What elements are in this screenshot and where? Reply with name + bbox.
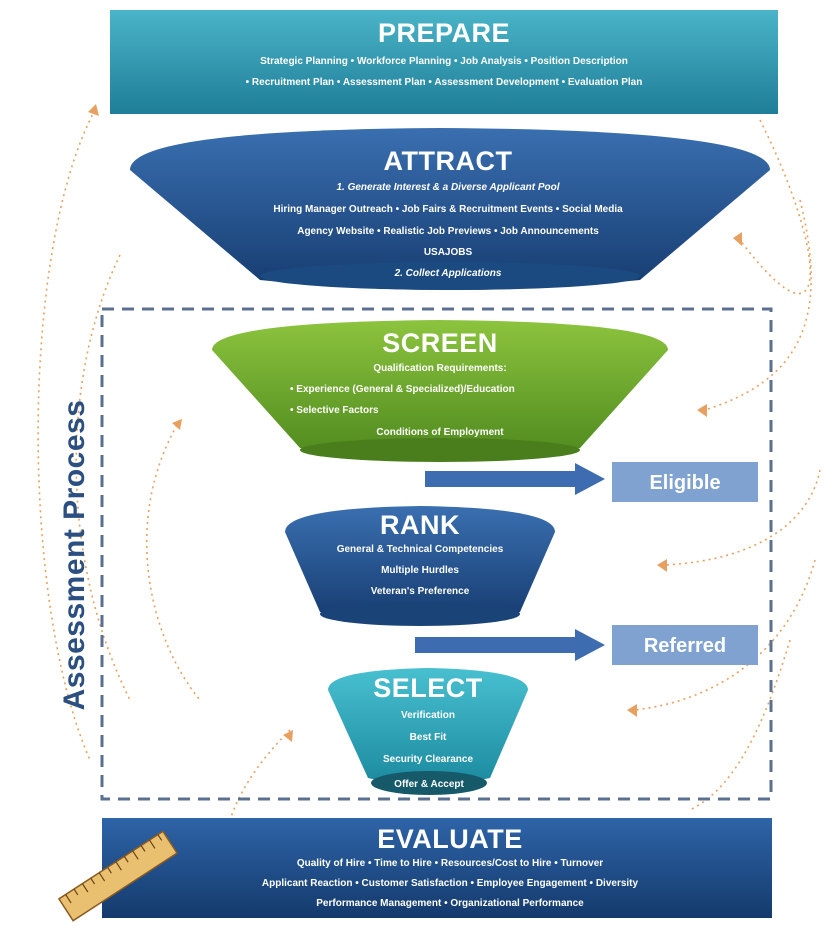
- select-title: SELECT: [373, 673, 483, 703]
- prepare-line-2: • Recruitment Plan • Assessment Plan • A…: [246, 77, 643, 88]
- referred-arrow-head: [575, 629, 605, 661]
- arrowhead: [627, 704, 637, 717]
- attract-line-4: USAJOBS: [424, 247, 473, 258]
- ruler-icon: [57, 830, 179, 922]
- cycle-curve: [689, 639, 791, 811]
- prepare-stage: PREPARE Strategic Planning • Workforce P…: [110, 10, 778, 114]
- cycle-curve: [145, 419, 201, 701]
- arrowhead: [697, 404, 707, 417]
- prepare-line-1: Strategic Planning • Workforce Planning …: [260, 56, 628, 67]
- prepare-title: PREPARE: [378, 18, 510, 48]
- cycle-curve: [37, 109, 96, 761]
- eligible-box-bg: [612, 462, 758, 502]
- eligible-box: Eligible: [612, 462, 758, 502]
- prepare-banner: [110, 10, 778, 114]
- screen-stage: SCREEN Qualification Requirements: • Exp…: [212, 320, 668, 462]
- rank-funnel-base: [320, 602, 520, 626]
- screen-funnel: [212, 320, 668, 457]
- cycle-curve: [739, 119, 812, 295]
- rank-line-1: General & Technical Competencies: [337, 544, 504, 555]
- cycle-curve: [664, 469, 821, 566]
- select-stage: SELECT Verification Best Fit Security Cl…: [328, 668, 528, 795]
- cycle-curve-arrowheads: [88, 104, 742, 742]
- cycle-curve: [704, 199, 812, 411]
- attract-line-3: Agency Website • Realistic Job Previews …: [297, 226, 599, 237]
- rank-line-2: Multiple Hurdles: [381, 565, 459, 576]
- select-line-2: Best Fit: [410, 732, 447, 743]
- rank-title: RANK: [380, 510, 460, 540]
- select-line-3: Security Clearance: [383, 754, 473, 765]
- attract-line-5: 2. Collect Applications: [394, 268, 502, 279]
- select-line-4: Offer & Accept: [394, 779, 464, 790]
- screen-funnel-base: [300, 438, 580, 462]
- screen-line-3: • Selective Factors: [290, 405, 379, 416]
- referred-arrow: [415, 629, 605, 661]
- select-funnel: [328, 668, 528, 785]
- attract-stage: ATTRACT 1. Generate Interest & a Diverse…: [130, 128, 770, 290]
- eligible-label: Eligible: [649, 472, 720, 494]
- select-funnel-base: [371, 771, 487, 795]
- screen-line-1: Qualification Requirements:: [373, 363, 506, 374]
- cycle-curve: [229, 729, 291, 821]
- referred-box-bg: [612, 625, 758, 665]
- evaluate-title: EVALUATE: [377, 824, 523, 854]
- evaluate-stage: EVALUATE Quality of Hire • Time to Hire …: [102, 818, 772, 918]
- arrowhead: [172, 419, 182, 430]
- eligible-arrow-shaft: [425, 471, 575, 487]
- evaluate-banner: [102, 818, 772, 918]
- select-line-1: Verification: [401, 710, 455, 721]
- assessment-process-label: Assessment Process: [58, 400, 91, 711]
- screen-line-4: Conditions of Employment: [376, 427, 504, 438]
- attract-title: ATTRACT: [384, 146, 513, 176]
- screen-line-2: • Experience (General & Specialized)/Edu…: [290, 384, 515, 395]
- arrowhead: [733, 232, 742, 246]
- evaluate-line-3: Performance Management • Organizational …: [316, 898, 584, 909]
- eligible-arrow: [425, 463, 605, 495]
- attract-funnel-base: [260, 262, 640, 290]
- attract-funnel: [130, 128, 770, 290]
- referred-box: Referred: [612, 625, 758, 665]
- rank-stage: RANK General & Technical Competencies Mu…: [285, 506, 555, 626]
- evaluate-line-2: Applicant Reaction • Customer Satisfacti…: [262, 878, 639, 889]
- attract-line-1: 1. Generate Interest & a Diverse Applica…: [336, 182, 559, 193]
- eligible-arrow-head: [575, 463, 605, 495]
- screen-title: SCREEN: [382, 328, 498, 358]
- referred-arrow-shaft: [415, 637, 575, 653]
- arrowhead: [283, 730, 293, 742]
- arrowhead: [657, 559, 667, 572]
- evaluate-line-1: Quality of Hire • Time to Hire • Resourc…: [297, 858, 603, 869]
- cycle-curve: [75, 254, 131, 701]
- arrowhead: [88, 104, 99, 116]
- attract-line-2: Hiring Manager Outreach • Job Fairs & Re…: [273, 204, 623, 215]
- rank-funnel: [285, 506, 555, 621]
- rank-line-3: Veteran's Preference: [371, 586, 470, 597]
- referred-label: Referred: [644, 635, 726, 657]
